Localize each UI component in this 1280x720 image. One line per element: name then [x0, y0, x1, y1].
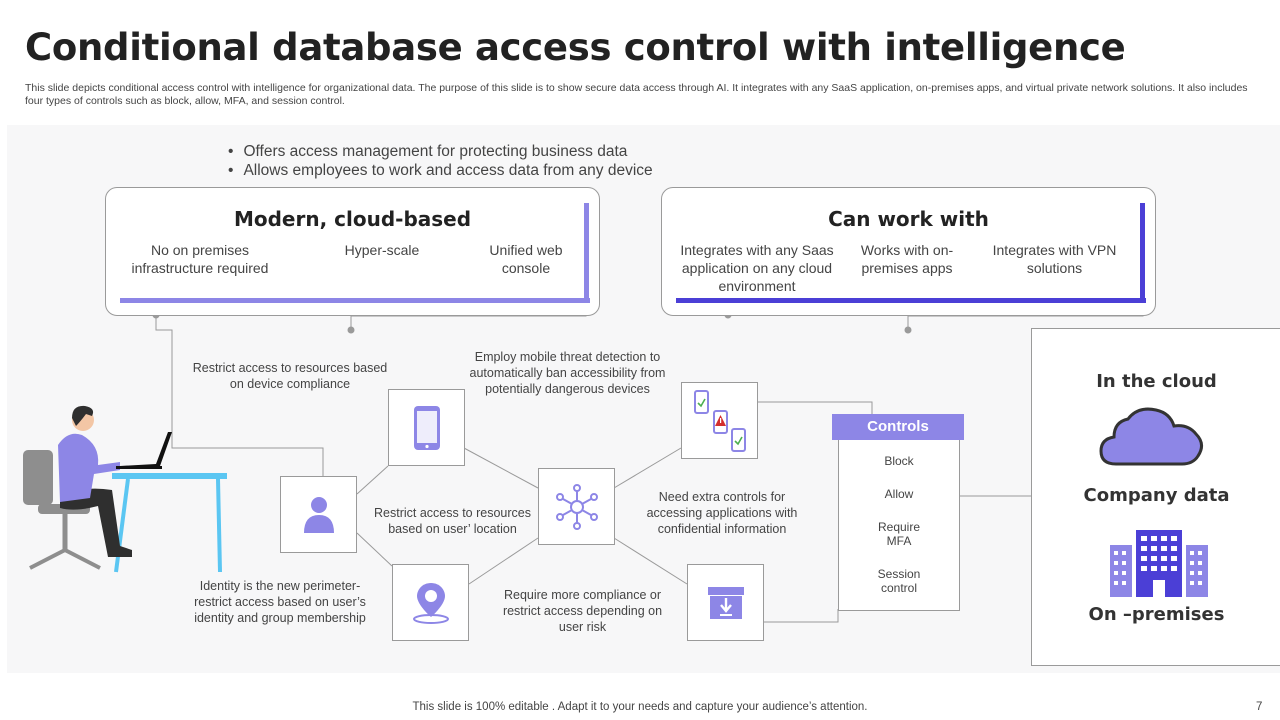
control-session: Session control — [877, 567, 921, 595]
controls-panel: Block Allow Require MFA Session control — [838, 414, 960, 611]
user-identity-node — [280, 476, 357, 553]
connector-identity — [155, 315, 324, 476]
can-work-with-card: Can work with Integrates with any Saas a… — [661, 187, 1156, 316]
label-compliance-risk: Require more compliance or restrict acce… — [502, 588, 663, 634]
network-hub-icon — [555, 483, 598, 530]
slide-title: Conditional database access control with… — [25, 26, 1126, 69]
in-the-cloud-label: In the cloud — [1096, 371, 1217, 392]
label-location: Restrict access to resources based on us… — [374, 506, 531, 536]
mobile-threat-icon — [693, 389, 746, 452]
modern-item-hyperscale: Hyper-scale — [344, 242, 420, 258]
connector-location-hub — [468, 537, 539, 585]
cloud-icon — [1099, 407, 1203, 466]
label-mobile-threat: Employ mobile threat detection to automa… — [469, 350, 666, 396]
work-item-saas: Integrates with any Saas application on … — [680, 242, 834, 294]
download-box-icon — [707, 586, 744, 619]
connector-hub-mobile — [613, 447, 682, 489]
location-node — [392, 564, 469, 641]
accent-bar-right — [1140, 203, 1145, 303]
label-device-compliance: Restrict access to resources based on de… — [192, 361, 388, 391]
controls-header: Controls — [832, 414, 964, 440]
accent-bar-bottom — [676, 298, 1146, 303]
mobile-device-node — [388, 389, 465, 466]
person-at-desk-illustration — [23, 405, 227, 573]
on-premises-label: On –premises — [1088, 604, 1225, 625]
accent-bar-bottom — [120, 298, 590, 303]
bullet-item: Offers access management for protecting … — [228, 142, 653, 161]
company-data-panel: In the cloud Company data On –premises — [1031, 328, 1280, 666]
label-extra-controls: Need extra controls for accessing applic… — [646, 490, 798, 536]
bullet-item: Allows employees to work and access data… — [228, 161, 652, 180]
office-building-icon — [1110, 530, 1208, 597]
connector-phone-hub — [463, 447, 539, 489]
control-allow: Allow — [884, 487, 914, 501]
company-data-label: Company data — [1083, 485, 1230, 506]
footer-note: This slide is 100% editable . Adapt it t… — [412, 701, 868, 713]
connector-user-phone — [356, 465, 389, 495]
control-block: Block — [884, 454, 914, 468]
modern-item-onprem: No on premises infrastructure required — [131, 242, 269, 276]
smartphone-icon — [413, 405, 440, 450]
modern-card-title: Modern, cloud-based — [233, 207, 472, 231]
connector-hub-box — [613, 537, 688, 585]
user-icon — [303, 496, 334, 533]
label-identity: Identity is the new perimeter- restrict … — [194, 579, 366, 625]
accent-bar-right — [584, 203, 589, 303]
location-pin-icon — [412, 582, 449, 624]
work-item-onprem-apps: Works with on-premises apps — [860, 242, 954, 276]
bullet-list: Offers access management for protecting … — [228, 142, 653, 180]
connector-user-location — [356, 532, 393, 567]
modern-item-console: Unified web console — [489, 242, 563, 276]
page-number: 7 — [1256, 701, 1263, 713]
slide-description: This slide depicts conditional access co… — [25, 82, 1248, 107]
control-require-mfa: Require MFA — [877, 520, 921, 548]
network-hub-node — [538, 468, 615, 545]
work-card-title: Can work with — [828, 207, 989, 231]
connector-box-controls — [763, 609, 839, 623]
mobile-threat-node — [681, 382, 758, 459]
connector-mobile-controls — [757, 401, 873, 414]
work-item-vpn: Integrates with VPN solutions — [992, 242, 1117, 276]
modern-cloud-card: Modern, cloud-based No on premises infra… — [105, 187, 600, 316]
secure-package-node — [687, 564, 764, 641]
